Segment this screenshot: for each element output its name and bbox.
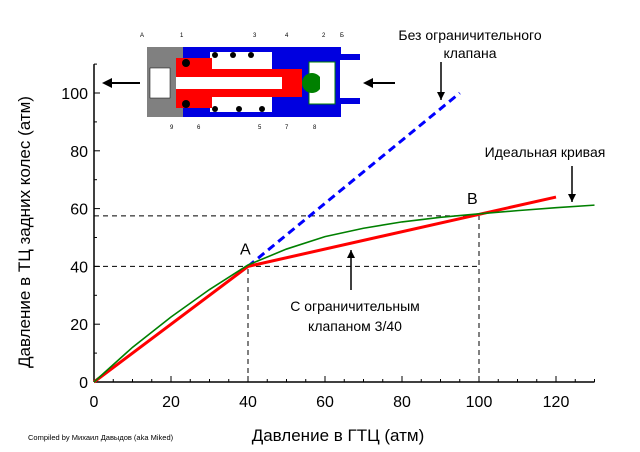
diagram-label: 8 — [313, 125, 317, 131]
valve-diagram — [102, 47, 395, 117]
series-line — [247, 91, 461, 268]
annotation-text: Идеальная кривая — [485, 144, 606, 160]
x-tick-label: 40 — [239, 394, 257, 411]
x-tick-label: 0 — [90, 394, 99, 411]
annotation-text: Без ограничительного — [398, 27, 541, 43]
point-label: A — [240, 241, 251, 258]
series-line — [93, 204, 595, 383]
diagram-label: 3 — [253, 33, 257, 39]
diagram-label: Б — [340, 33, 344, 39]
annotation-text: С ограничительным — [290, 298, 420, 314]
diagram-label: 9 — [170, 125, 174, 131]
series-line — [93, 195, 557, 384]
x-tick-label: 120 — [543, 394, 570, 411]
diagram-label: 2 — [322, 33, 326, 39]
diagram-label: 6 — [197, 125, 201, 131]
diagram-label: А — [140, 33, 144, 39]
diagram-label: 5 — [258, 125, 262, 131]
annotation-text: клапана — [443, 45, 496, 61]
x-tick-label: 20 — [162, 394, 180, 411]
y-tick-label: 40 — [70, 259, 88, 276]
y-tick-label: 100 — [61, 86, 88, 103]
x-axis-label: Давление в ГТЦ (атм) — [252, 426, 425, 445]
diagram-label: 7 — [285, 125, 289, 131]
y-tick-label: 0 — [79, 375, 88, 392]
arrowhead-icon — [437, 92, 445, 100]
y-tick-label: 60 — [70, 202, 88, 219]
y-tick-label: 80 — [70, 144, 88, 161]
x-tick-label: 80 — [393, 394, 411, 411]
diagram-label: 4 — [285, 33, 289, 39]
x-tick-label: 60 — [316, 394, 334, 411]
arrowhead-icon — [347, 250, 355, 258]
x-tick-label: 100 — [466, 394, 493, 411]
annotation-text: клапаном 3/40 — [308, 318, 402, 334]
credit-text: Compiled by Михаил Давыдов (aka Miked) — [28, 433, 174, 442]
arrowhead-icon — [568, 194, 576, 202]
diagram-label: 1 — [180, 33, 184, 39]
y-tick-label: 20 — [70, 317, 88, 334]
y-axis-label: Давление в ТЦ задних колес (атм) — [15, 96, 34, 368]
point-label: B — [467, 191, 478, 208]
